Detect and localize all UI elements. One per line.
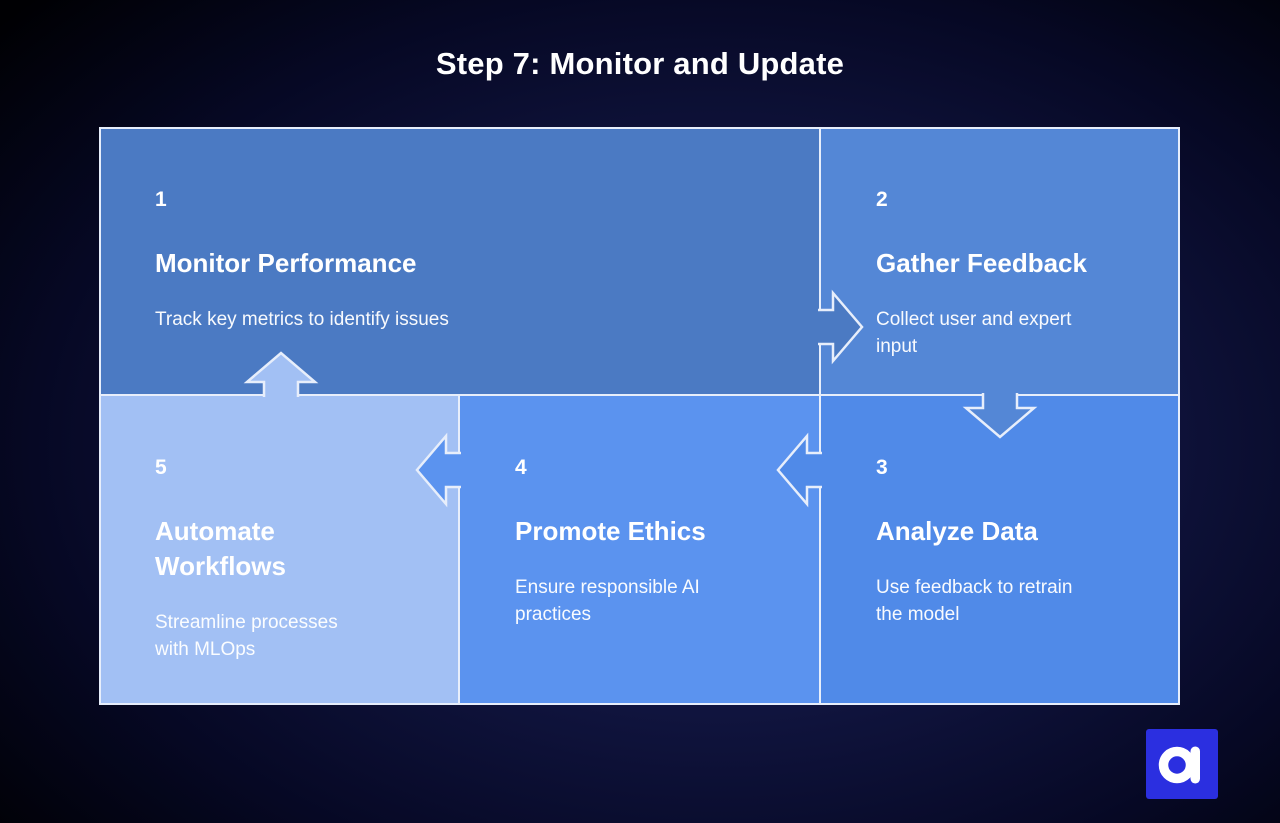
step-description: Use feedback to retrain the model — [876, 577, 1073, 625]
step-number: 3 — [876, 456, 888, 479]
step-description: Track key metrics to identify issues — [155, 309, 449, 330]
step-block-1-monitor-performance: 1 Monitor Performance Track key metrics … — [99, 127, 820, 395]
step-block-2-gather-feedback: 2 Gather Feedback Collect user and exper… — [820, 127, 1180, 395]
step-block-5-automate-workflows: 5 Automate Workflows Streamline processe… — [99, 395, 459, 705]
step-description: Streamline processes with MLOps — [155, 612, 338, 660]
step-description: Collect user and expert input — [876, 309, 1072, 357]
step-block-3-analyze-data: 3 Analyze Data Use feedback to retrain t… — [820, 395, 1180, 705]
step-number: 1 — [155, 188, 167, 211]
step-title: Analyze Data — [876, 516, 1038, 546]
step-block-4-promote-ethics: 4 Promote Ethics Ensure responsible AI p… — [459, 395, 820, 705]
step-title: Promote Ethics — [515, 516, 706, 546]
brand-logo-badge — [1146, 729, 1218, 799]
step-number: 2 — [876, 188, 888, 211]
step-number: 4 — [515, 456, 527, 479]
step-title: Monitor Performance — [155, 248, 417, 278]
process-diagram: 1 Monitor Performance Track key metrics … — [99, 127, 1180, 705]
letter-a-logo-icon — [1158, 746, 1200, 784]
step-title: Automate Workflows — [155, 516, 286, 581]
step-number: 5 — [155, 456, 167, 479]
step-title: Gather Feedback — [876, 248, 1087, 278]
step-description: Ensure responsible AI practices — [515, 577, 700, 625]
page-title: Step 7: Monitor and Update — [435, 46, 845, 81]
